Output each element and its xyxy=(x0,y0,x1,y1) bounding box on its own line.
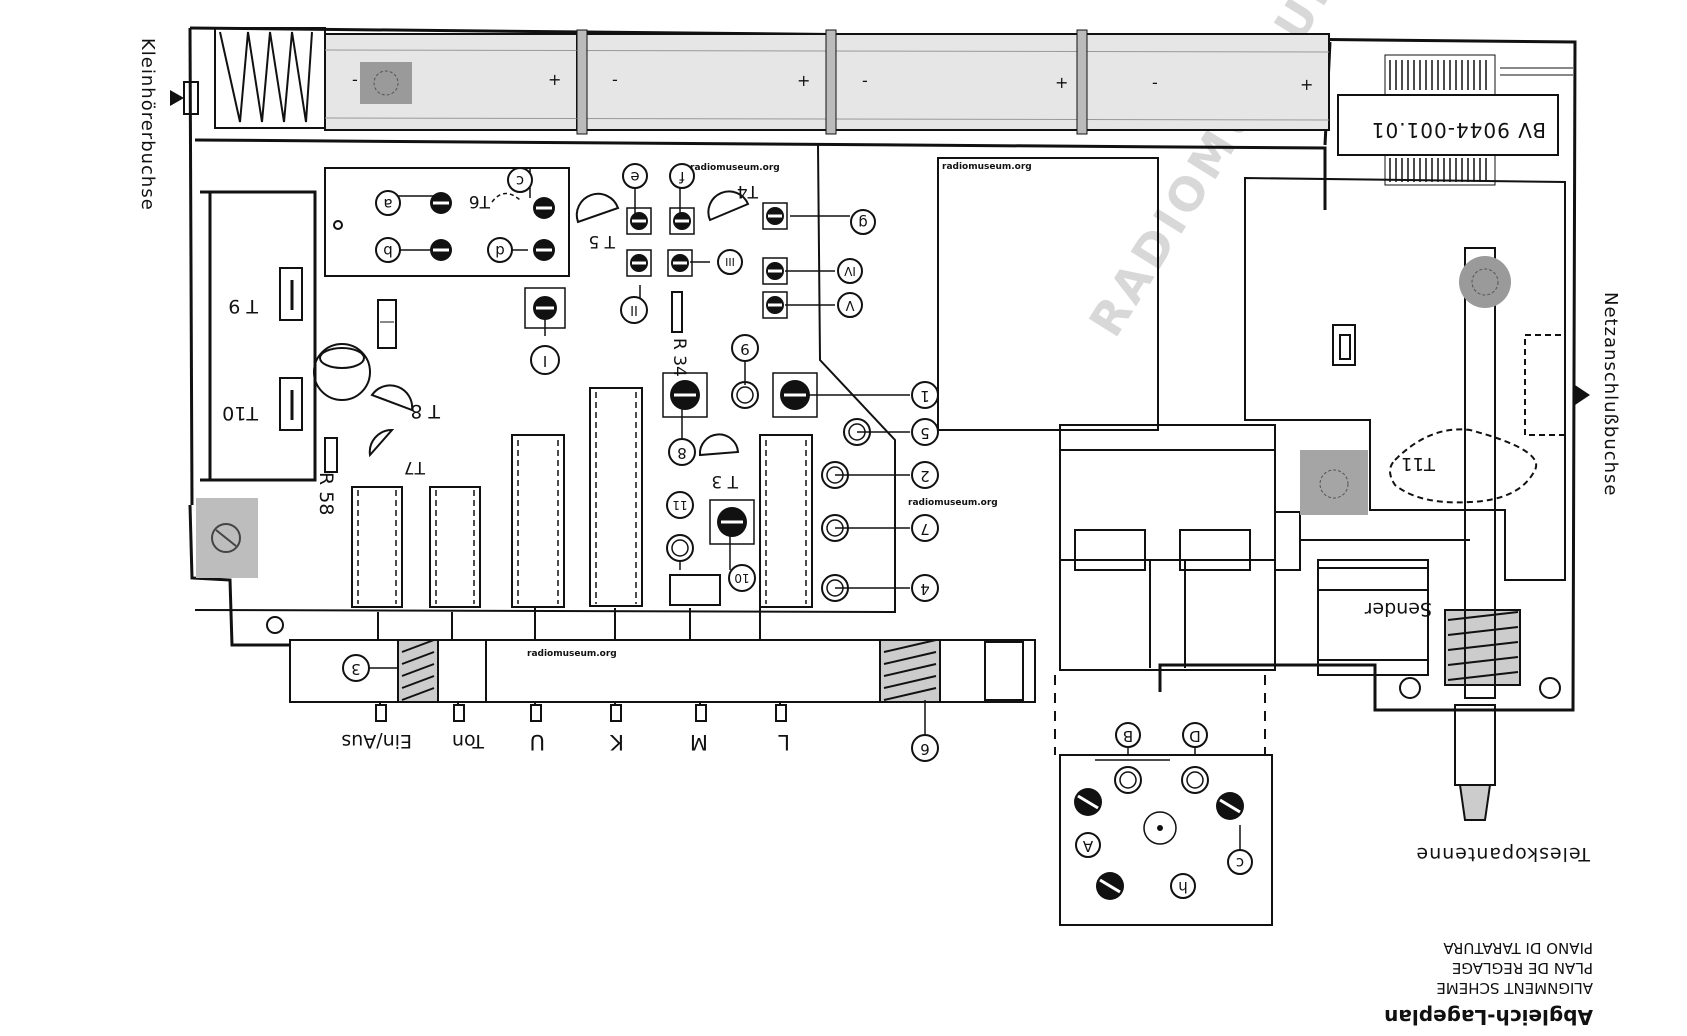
point-d: d xyxy=(495,242,505,260)
watermark-4: radiomuseum.org xyxy=(527,649,617,659)
switch-bank xyxy=(289,608,1036,722)
point-III: III xyxy=(725,255,735,268)
point-II: II xyxy=(630,302,638,317)
t7-label: T7 xyxy=(404,457,426,477)
battery-plus-4: + xyxy=(1300,75,1313,94)
switch-label-ein-aus: Ein/Aus xyxy=(341,730,412,752)
kleinhoerer-label: Kleinhörerbuchse xyxy=(137,38,158,211)
title-main: Abgleich-Lageplan xyxy=(1384,1005,1593,1029)
point-C: c xyxy=(1236,854,1244,872)
t8-label: T 8 xyxy=(410,400,441,422)
t8-symbol xyxy=(370,384,414,412)
watermark-2: radiomuseum.org xyxy=(942,162,1032,172)
left-bracket xyxy=(200,190,317,482)
point-a: a xyxy=(383,195,392,213)
point-D: D xyxy=(1189,727,1201,745)
sender-label: Sender xyxy=(1364,598,1432,620)
switch-label-m: M xyxy=(690,730,708,754)
point-9: 9 xyxy=(740,340,750,358)
point-2: 2 xyxy=(920,467,930,485)
battery-plus-1: + xyxy=(548,70,561,89)
t7-symbol xyxy=(368,428,395,458)
if-coils xyxy=(351,387,813,608)
point-b: b xyxy=(383,242,393,260)
point-e: e xyxy=(630,168,639,186)
t5-label: T 5 xyxy=(588,231,616,251)
t6-label: T6 xyxy=(469,191,491,211)
t3-label: T 3 xyxy=(711,471,739,491)
point-8: 8 xyxy=(677,444,687,462)
point-IV: IV xyxy=(843,264,856,278)
point-I: I xyxy=(543,352,547,370)
battery-compartment xyxy=(170,27,1330,135)
callout-labels: a b c d e f g IV V I II III 1 5 2 7 4 9 … xyxy=(351,168,1244,896)
title-block: Abgleich-Lageplan ALIGNMENT SCHEME PLAN … xyxy=(1384,939,1593,1029)
main-pcb xyxy=(194,144,1566,614)
point-A: A xyxy=(1082,837,1093,855)
antenna-knob xyxy=(1459,256,1511,308)
switch-label-k: K xyxy=(609,730,624,754)
grey-plate-right xyxy=(1300,450,1368,515)
point-7: 7 xyxy=(920,520,930,538)
r34-label: R 34 xyxy=(669,338,689,377)
t9-label: T 9 xyxy=(228,295,259,317)
tuning-gang xyxy=(1059,247,1566,821)
point-h: h xyxy=(1178,878,1188,896)
point-11: 11 xyxy=(672,498,687,512)
type-plate-label: BV 9044-001.01 xyxy=(1371,118,1546,142)
speaker-socket xyxy=(313,343,371,401)
chassis-outline xyxy=(188,26,1577,712)
point-4: 4 xyxy=(920,580,930,598)
battery-plus-2: + xyxy=(797,71,810,90)
battery-minus-1: - xyxy=(352,70,358,89)
title-fr: PLAN DE REGLAGE xyxy=(1452,959,1593,977)
title-it: PIANO DI TARATURA xyxy=(1443,939,1593,957)
point-3: 3 xyxy=(351,660,361,678)
adjustment-screws xyxy=(430,190,1244,900)
battery-minus-3: - xyxy=(862,71,868,90)
switch-label-u: U xyxy=(530,730,545,754)
t10-label: T10 xyxy=(222,402,259,424)
t10-body xyxy=(279,377,303,431)
point-g: g xyxy=(858,214,868,232)
watermark-3: radiomuseum.org xyxy=(908,498,998,508)
point-1: 1 xyxy=(920,387,930,405)
t11-label: T11 xyxy=(1401,453,1436,474)
point-V: V xyxy=(845,297,854,312)
switch-label-l: L xyxy=(778,730,790,754)
point-c: c xyxy=(516,172,524,190)
switch-label-ton: Ton xyxy=(452,730,485,752)
battery-minus-2: - xyxy=(612,70,618,89)
battery-plus-3: + xyxy=(1055,73,1068,92)
point-B: B xyxy=(1123,727,1133,745)
title-en: ALIGNMENT SCHEME xyxy=(1436,979,1593,997)
r58-label: R 58 xyxy=(315,472,337,515)
mains-transformer xyxy=(1337,54,1573,186)
watermark-1: radiomuseum.org xyxy=(690,163,780,173)
t4-label: T4 xyxy=(737,181,759,201)
point-10: 10 xyxy=(734,571,749,585)
oscillator-board xyxy=(1054,675,1273,926)
t9-body xyxy=(279,267,303,321)
battery-minus-4: - xyxy=(1152,73,1158,92)
callout-circles xyxy=(342,163,1253,899)
netzanschluss-label: Netzanschlußbuchse xyxy=(1600,292,1621,497)
point-5: 5 xyxy=(920,424,930,442)
point-f: f xyxy=(679,168,685,186)
point-6: 6 xyxy=(920,740,930,758)
teleskopantenne-label: Teleskopantenne xyxy=(1415,843,1591,865)
